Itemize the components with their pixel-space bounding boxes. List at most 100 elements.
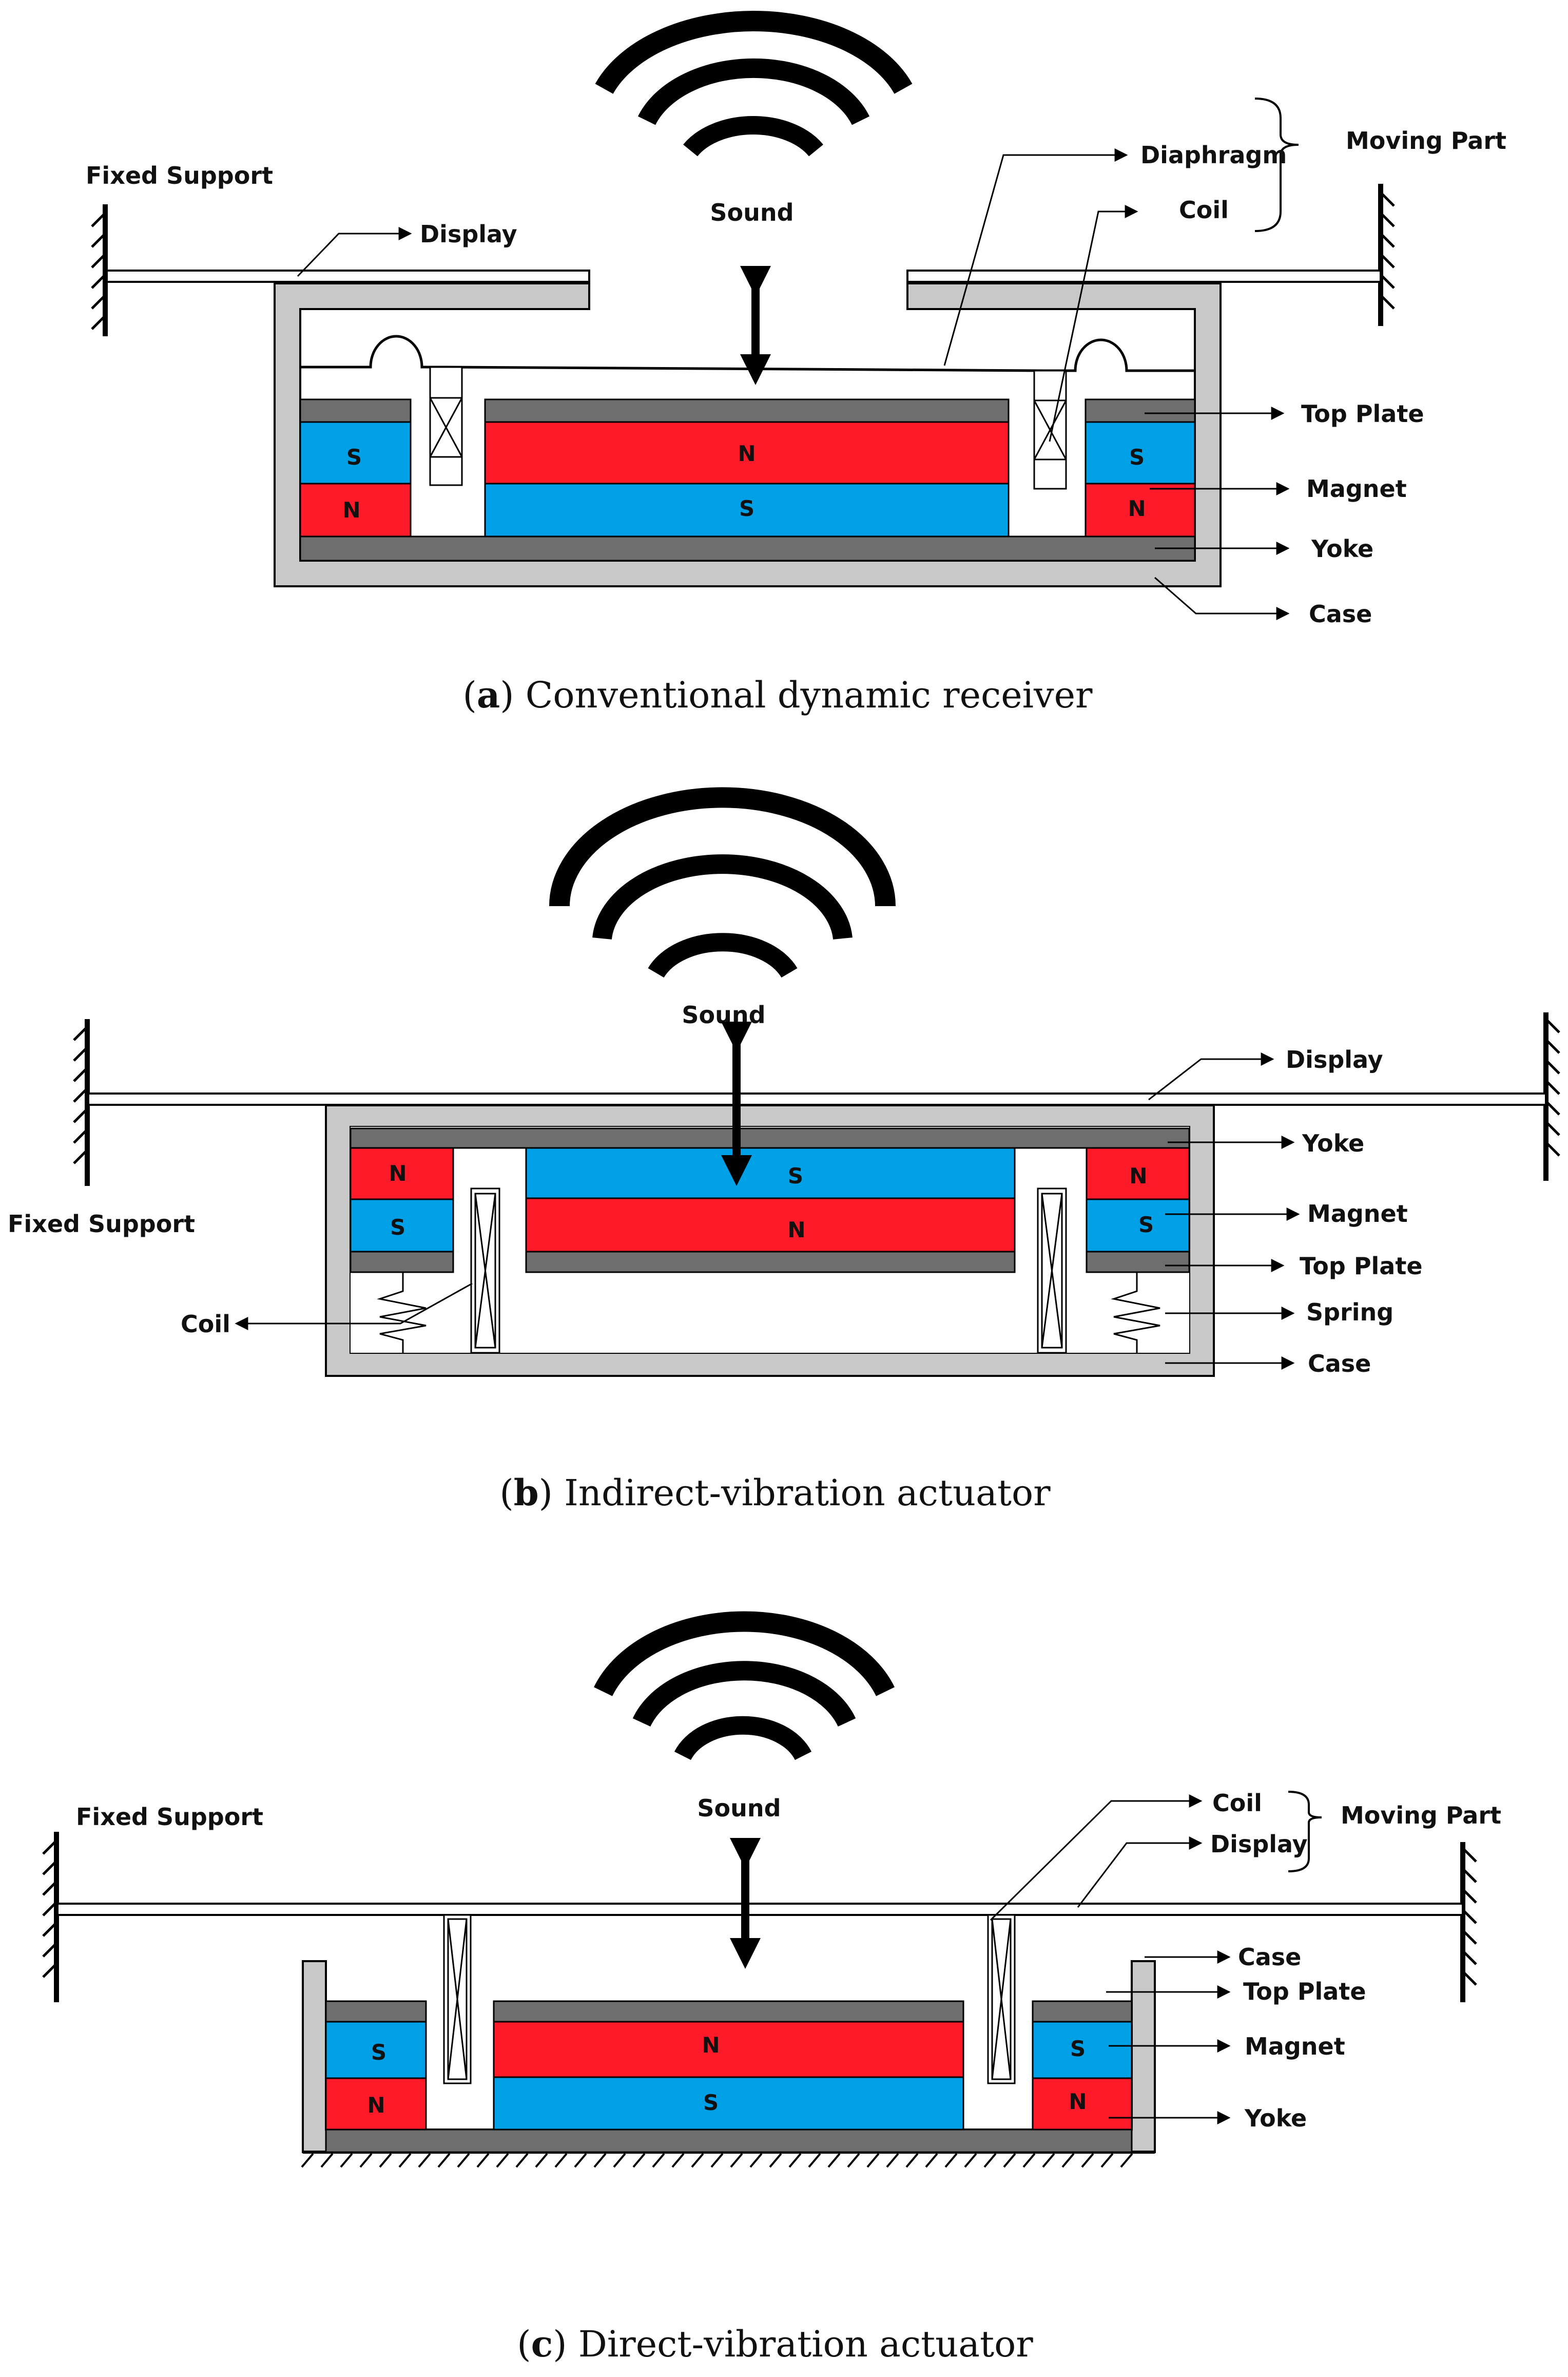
yoke-label: Yoke — [1302, 1129, 1364, 1157]
magnet-label: Magnet — [1245, 2033, 1345, 2060]
magnet-label: Magnet — [1307, 1200, 1408, 1228]
display-plate-left — [106, 270, 590, 283]
coil-winding-icon — [443, 1914, 472, 2084]
side-magnet-right-bottom — [1032, 2077, 1133, 2131]
center-magnet-top — [493, 2021, 964, 2078]
pole-left-top: S — [346, 445, 362, 470]
pole-left-bottom: N — [367, 2093, 385, 2118]
sound-label: Sound — [710, 199, 793, 226]
panel-a: Sound Fixed Support — [86, 11, 1506, 716]
display-label: Display — [1286, 1046, 1383, 1074]
yoke-plate — [299, 535, 1196, 562]
pole-center-top: N — [738, 441, 756, 466]
top-plate-label: Top Plate — [1243, 1978, 1366, 2005]
pole-center-top: S — [788, 1163, 803, 1188]
display-label: Display — [1210, 1830, 1308, 1858]
pole-right-top: S — [1129, 445, 1145, 470]
side-magnet-left-top — [299, 421, 412, 485]
magnet-label: Magnet — [1306, 475, 1407, 503]
leader-lines — [297, 148, 1290, 620]
side-magnet-left-top — [350, 1147, 454, 1200]
fixed-support-hatch-icon — [91, 204, 108, 336]
pole-left-bottom: S — [390, 1215, 405, 1240]
center-top-plate — [525, 1251, 1016, 1273]
side-magnet-right-bottom — [1085, 483, 1196, 538]
pole-center-bottom: N — [787, 1217, 805, 1242]
leader-lines — [235, 1052, 1300, 1370]
sound-label: Sound — [697, 1794, 781, 1822]
spring-icon — [1111, 1272, 1160, 1353]
fixed-support-hatch-icon — [73, 1019, 90, 1186]
top-plate-left — [299, 398, 412, 423]
brace-icon — [1288, 1791, 1322, 1872]
side-magnet-right-top — [1085, 421, 1196, 485]
side-magnet-left-bottom — [299, 483, 412, 538]
pole-right-bottom: S — [1138, 1212, 1154, 1237]
caption-a: (a) Conventional dynamic receiver — [463, 674, 1093, 716]
brace-icon — [1254, 98, 1299, 232]
pole-left-bottom: N — [342, 497, 360, 523]
case-label: Case — [1238, 1943, 1301, 1971]
pole-right-top: N — [1129, 1163, 1147, 1188]
top-plate-left — [350, 1251, 454, 1273]
case-label: Case — [1308, 1350, 1371, 1377]
fixed-support-hatch-icon — [1460, 1842, 1477, 2002]
pole-center-top: N — [702, 2033, 720, 2058]
display-plate — [87, 1092, 1547, 1106]
center-magnet-bottom — [484, 483, 1010, 538]
fixed-support-label: Fixed Support — [8, 1210, 195, 1238]
sound-wave-icon — [549, 787, 896, 978]
top-plate-label: Top Plate — [1301, 400, 1424, 428]
spring-icon — [377, 1272, 427, 1353]
display-plate-right — [906, 270, 1382, 283]
center-top-plate — [493, 2000, 964, 2023]
coil-label: Coil — [1179, 196, 1229, 224]
ground-hatch — [301, 2153, 1133, 2168]
sound-label: Sound — [682, 1001, 765, 1029]
sound-wave-icon — [595, 11, 913, 157]
coil-label: Coil — [181, 1310, 230, 1338]
coil-winding-icon — [1037, 1187, 1067, 1354]
pole-left-top: N — [389, 1161, 406, 1186]
yoke-label: Yoke — [1311, 535, 1373, 563]
top-plate-right — [1032, 2000, 1133, 2023]
pole-right-top: S — [1070, 2036, 1086, 2061]
diaphragm — [300, 335, 1195, 372]
yoke-label: Yoke — [1244, 2104, 1307, 2132]
fixed-support-hatch-icon — [1378, 184, 1395, 326]
center-magnet-bottom — [493, 2076, 964, 2131]
pole-center-bottom: S — [739, 496, 754, 521]
side-magnet-right-top — [1032, 2021, 1133, 2079]
case-shell — [274, 282, 1222, 587]
top-plate-right — [1085, 398, 1196, 423]
center-magnet-bottom — [525, 1197, 1016, 1253]
center-top-plate — [484, 398, 1010, 423]
fixed-support-label: Fixed Support — [76, 1803, 263, 1831]
diaphragm-label: Diaphragm — [1140, 141, 1287, 169]
coil-winding-icon — [987, 1914, 1016, 2084]
spring-label: Spring — [1306, 1298, 1393, 1326]
coil-label: Coil — [1212, 1789, 1262, 1817]
moving-part-label: Moving Part — [1341, 1801, 1501, 1829]
caption-c: (c) Direct-vibration actuator — [517, 2323, 1033, 2365]
pole-right-bottom: N — [1128, 496, 1146, 521]
case-label: Case — [1309, 600, 1372, 628]
display-plate — [56, 1903, 1464, 1916]
pole-center-bottom: S — [703, 2090, 719, 2115]
fixed-support-hatch-icon — [42, 1832, 59, 2002]
caption-b: (b) Indirect-vibration actuator — [499, 1471, 1051, 1514]
moving-part-label: Moving Part — [1346, 127, 1506, 155]
pole-left-top: S — [371, 2040, 386, 2065]
display-label: Display — [420, 220, 517, 248]
side-magnet-left-top — [325, 2021, 427, 2079]
coil-winding-icon — [470, 1187, 500, 1354]
yoke-plate — [325, 2129, 1133, 2153]
panel-c: Sound Fixed Support — [42, 1611, 1501, 2365]
top-plate-right — [1086, 1251, 1190, 1273]
leader-lines — [990, 1794, 1231, 2124]
fixed-support-label: Fixed Support — [86, 162, 273, 189]
yoke-plate — [350, 1127, 1190, 1149]
side-magnet-left-bottom — [325, 2077, 427, 2131]
